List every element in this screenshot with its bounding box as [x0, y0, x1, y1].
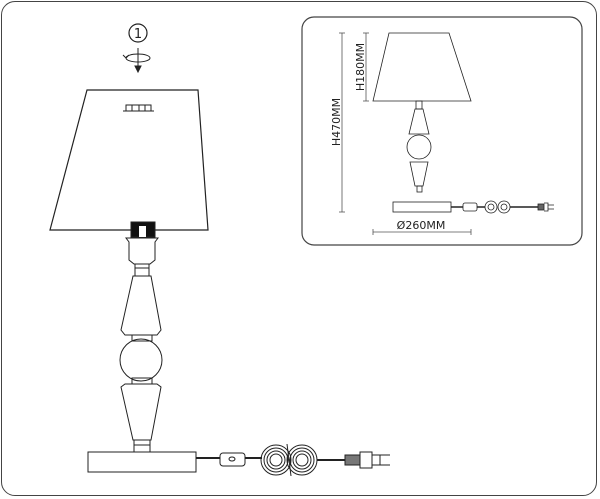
step-indicator: 1: [128, 23, 148, 43]
dimension-lines: [339, 32, 472, 235]
rotate-arrow-icon: [122, 48, 151, 74]
shade-height-label: H180MM: [354, 43, 367, 91]
lamp-base: [87, 451, 197, 473]
svg-text:1: 1: [134, 27, 142, 42]
power-cord: [196, 443, 390, 477]
inset-lamp: [372, 32, 554, 214]
lamp-shade: [49, 89, 209, 231]
plug-icon: [344, 451, 390, 469]
socket: [125, 221, 159, 265]
base-diameter-label: Ø260MM: [397, 219, 446, 232]
coiled-cable-icon: [260, 443, 318, 477]
total-height-label: H470MM: [330, 98, 343, 146]
lamp-body: [119, 263, 163, 453]
dimensions-inset: [301, 16, 583, 246]
